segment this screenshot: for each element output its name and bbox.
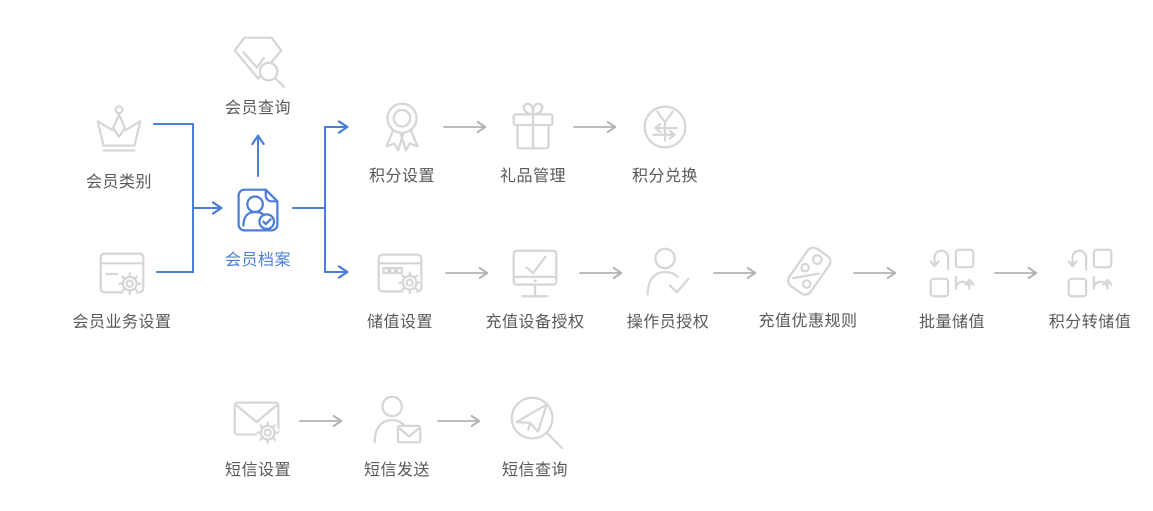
node-label: 充值设备授权	[485, 314, 585, 331]
node-gift-management[interactable]: 礼品管理	[463, 96, 603, 186]
node-label: 会员业务设置	[72, 314, 172, 331]
batch-transfer-icon	[921, 242, 983, 304]
node-label: 会员查询	[224, 100, 291, 117]
node-member-query[interactable]: 会员查询	[188, 28, 328, 118]
node-member-business-settings[interactable]: 会员业务设置	[52, 242, 192, 332]
node-sms-query[interactable]: 短信查询	[465, 390, 605, 480]
node-label: 会员类别	[85, 174, 152, 191]
gift-icon	[502, 96, 564, 158]
crown-icon	[88, 102, 150, 164]
node-points-settings[interactable]: 积分设置	[332, 96, 472, 186]
node-label: 短信设置	[224, 462, 291, 479]
profile-doc-icon	[227, 180, 289, 242]
node-recharge-discount-rules[interactable]: 充值优惠规则	[738, 241, 878, 331]
node-label: 操作员授权	[626, 314, 710, 331]
node-stored-value-settings[interactable]: 储值设置	[330, 242, 470, 332]
node-points-to-stored-value[interactable]: 积分转储值	[1020, 242, 1153, 332]
node-label: 短信发送	[363, 462, 430, 479]
card-gear-icon	[91, 242, 153, 304]
node-sms-settings[interactable]: 短信设置	[188, 390, 328, 480]
person-mail-icon	[366, 390, 428, 452]
node-label: 会员档案	[224, 252, 291, 269]
gem-search-icon	[227, 28, 289, 90]
node-label: 充值优惠规则	[758, 313, 858, 330]
node-recharge-device-auth[interactable]: 充值设备授权	[465, 242, 605, 332]
node-member-category[interactable]: 会员类别	[49, 102, 189, 192]
node-batch-stored-value[interactable]: 批量储值	[882, 242, 1022, 332]
node-label: 积分转储值	[1048, 314, 1132, 331]
currency-exchange-icon	[634, 96, 696, 158]
node-member-profile[interactable]: 会员档案	[188, 180, 328, 270]
window-gear-icon	[369, 242, 431, 304]
batch-transfer-icon	[1059, 242, 1121, 304]
node-label: 批量储值	[918, 314, 985, 331]
node-points-exchange[interactable]: 积分兑换	[595, 96, 735, 186]
node-operator-auth[interactable]: 操作员授权	[598, 242, 738, 332]
monitor-check-icon	[504, 242, 566, 304]
mail-gear-icon	[227, 390, 289, 452]
node-sms-send[interactable]: 短信发送	[327, 390, 467, 480]
medal-icon	[371, 96, 433, 158]
node-label: 积分设置	[368, 168, 435, 185]
node-label: 礼品管理	[499, 168, 566, 185]
node-label: 储值设置	[366, 314, 433, 331]
send-search-icon	[504, 390, 566, 452]
tag-percent-icon	[777, 241, 839, 303]
node-label: 短信查询	[501, 462, 568, 479]
person-check-icon	[637, 242, 699, 304]
node-label: 积分兑换	[631, 168, 698, 185]
connector-left-bracket	[153, 123, 194, 273]
